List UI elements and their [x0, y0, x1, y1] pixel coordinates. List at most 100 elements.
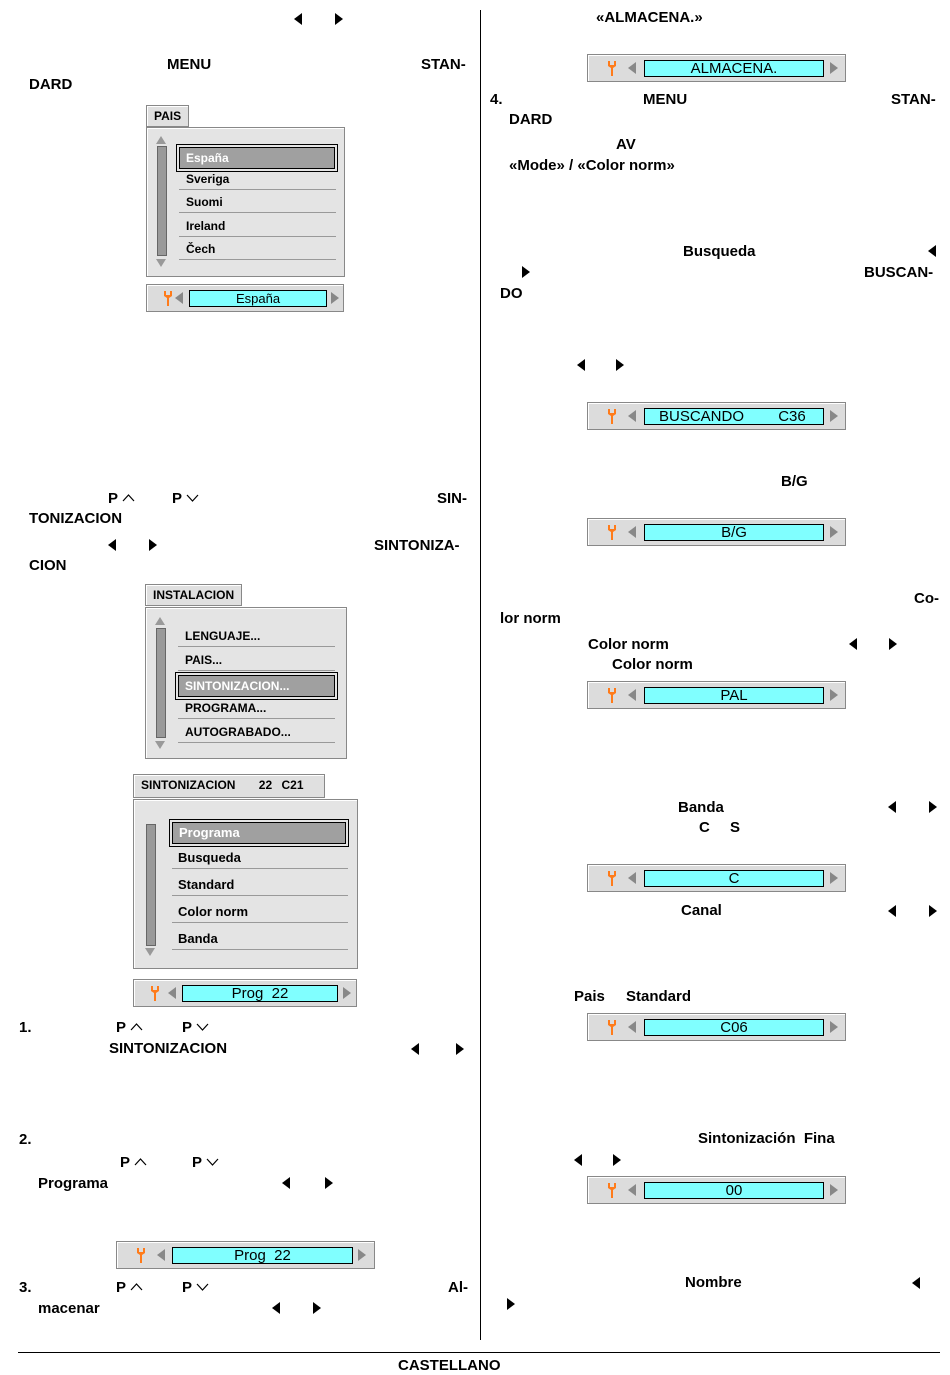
banda-c-label: C — [699, 819, 710, 836]
down-chevron-icon — [196, 1283, 209, 1291]
pais-item-ireland[interactable]: Ireland — [179, 216, 336, 237]
instalacion-item-sintonizacion[interactable]: SINTONIZACION... — [178, 675, 335, 697]
pais-item-suomi[interactable]: Suomi — [179, 192, 336, 213]
osd-left-icon — [157, 1249, 165, 1261]
p-up-key: P — [116, 1019, 143, 1037]
step-1-number: 1. — [19, 1019, 32, 1036]
osd-left-icon — [628, 1184, 636, 1196]
scrollbar — [156, 628, 166, 738]
scroll-up-icon — [155, 617, 165, 625]
sintonizacion-fina-label: Sintonización Fina — [698, 1130, 835, 1147]
prog-osd-bar: Prog 22 — [133, 979, 357, 1007]
instalacion-item-programa[interactable]: PROGRAMA... — [178, 698, 335, 719]
buscan-label: BUSCAN- — [864, 264, 934, 281]
osd-right-icon — [830, 689, 838, 701]
osd-right-icon — [343, 987, 351, 999]
right-arrow-icon — [613, 1154, 621, 1166]
macenar-label: macenar — [38, 1300, 100, 1317]
right-arrow-icon — [149, 539, 157, 551]
right-arrow-icon — [929, 801, 937, 813]
step-4-number: 4. — [490, 91, 503, 108]
scroll-down-icon — [145, 948, 155, 956]
sint-item-programa[interactable]: Programa — [172, 822, 346, 844]
wrench-icon — [608, 1020, 616, 1035]
footer-rule — [18, 1352, 940, 1353]
banda-osd-value: C — [644, 870, 824, 887]
pais-item-sveriga[interactable]: Sveriga — [179, 169, 336, 190]
instalacion-item-lenguaje[interactable]: LENGUAJE... — [178, 626, 335, 647]
osd-right-icon — [830, 526, 838, 538]
busqueda-label: Busqueda — [683, 243, 756, 260]
canal-label: Canal — [681, 902, 722, 919]
up-chevron-icon — [134, 1158, 147, 1166]
sint-item-standard[interactable]: Standard — [172, 875, 348, 896]
step-1-sintonizacion: SINTONIZACION — [109, 1040, 228, 1057]
bg-osd-bar: B/G — [587, 518, 846, 546]
dard-label: DARD — [509, 111, 553, 128]
banda-s-label: S — [730, 819, 741, 836]
al-label: Al- — [448, 1279, 468, 1296]
almacena-quote: «ALMACENA.» — [596, 9, 703, 26]
pais-label: Pais — [574, 988, 605, 1005]
wrench-icon — [608, 871, 616, 886]
sintoniza-label: SINTONIZA- — [374, 537, 460, 554]
pal-osd-bar: PAL — [587, 681, 846, 709]
sint-item-busqueda[interactable]: Busqueda — [172, 848, 348, 869]
left-arrow-icon — [272, 1302, 280, 1314]
almacena-osd-value: ALMACENA. — [644, 60, 824, 77]
osd-left-icon — [628, 526, 636, 538]
channel-osd-bar: C06 — [587, 1013, 846, 1041]
fine-tune-osd-bar: 00 — [587, 1176, 846, 1204]
wrench-icon — [608, 1183, 616, 1198]
scroll-down-icon — [156, 259, 166, 267]
pais-osd-value: España — [189, 290, 327, 307]
osd-left-icon — [168, 987, 176, 999]
wrench-icon — [137, 1248, 145, 1263]
left-arrow-icon — [577, 359, 585, 371]
instalacion-item-pais[interactable]: PAIS... — [178, 650, 335, 671]
step-3-number: 3. — [19, 1279, 32, 1296]
osd-left-icon — [175, 292, 183, 304]
osd-right-icon — [830, 872, 838, 884]
menu-label: MENU — [167, 56, 212, 73]
right-arrow-icon — [456, 1043, 464, 1055]
left-arrow-icon — [912, 1277, 920, 1289]
pais-item-espana[interactable]: España — [179, 147, 335, 169]
sin-label: SIN- — [437, 490, 467, 507]
standard-label: Standard — [626, 988, 692, 1005]
almacena-osd-bar: ALMACENA. — [587, 54, 846, 82]
pais-item-cech[interactable]: Čech — [179, 239, 336, 260]
osd-left-icon — [628, 410, 636, 422]
osd-left-icon — [628, 1021, 636, 1033]
sint-item-color-norm[interactable]: Color norm — [172, 902, 348, 923]
column-divider — [480, 10, 481, 1340]
left-arrow-icon — [282, 1177, 290, 1189]
pais-menu-title: PAIS — [146, 105, 190, 127]
banda-label: Banda — [678, 799, 724, 816]
right-arrow-icon — [616, 359, 624, 371]
step-2-programa: Programa — [38, 1175, 109, 1192]
p-down-key: P — [192, 1154, 219, 1172]
up-chevron-icon — [130, 1023, 143, 1031]
instalacion-menu: LENGUAJE... PAIS... SINTONIZACION... PRO… — [145, 607, 347, 759]
tonizacion-label: TONIZACION — [29, 510, 123, 527]
fine-tune-osd-value: 00 — [644, 1182, 824, 1199]
scroll-up-icon — [156, 136, 166, 144]
osd-right-icon — [358, 1249, 366, 1261]
p-down-key: P — [182, 1019, 209, 1037]
down-chevron-icon — [206, 1158, 219, 1166]
left-arrow-icon — [888, 801, 896, 813]
right-arrow-icon — [313, 1302, 321, 1314]
left-arrow-icon — [294, 13, 302, 25]
instalacion-item-autograbado[interactable]: AUTOGRABADO... — [178, 722, 335, 743]
scroll-down-icon — [155, 741, 165, 749]
sint-item-banda[interactable]: Banda — [172, 929, 348, 950]
footer-language: CASTELLANO — [398, 1357, 501, 1374]
buscando-osd-value: BUSCANDO C36 — [644, 408, 824, 425]
buscando-text: BUSCANDO — [659, 408, 745, 425]
osd-left-icon — [628, 872, 636, 884]
stan-label: STAN- — [421, 56, 466, 73]
mode-color-norm-label: «Mode» / «Color norm» — [509, 157, 675, 174]
right-arrow-icon — [929, 905, 937, 917]
up-chevron-icon — [130, 1283, 143, 1291]
